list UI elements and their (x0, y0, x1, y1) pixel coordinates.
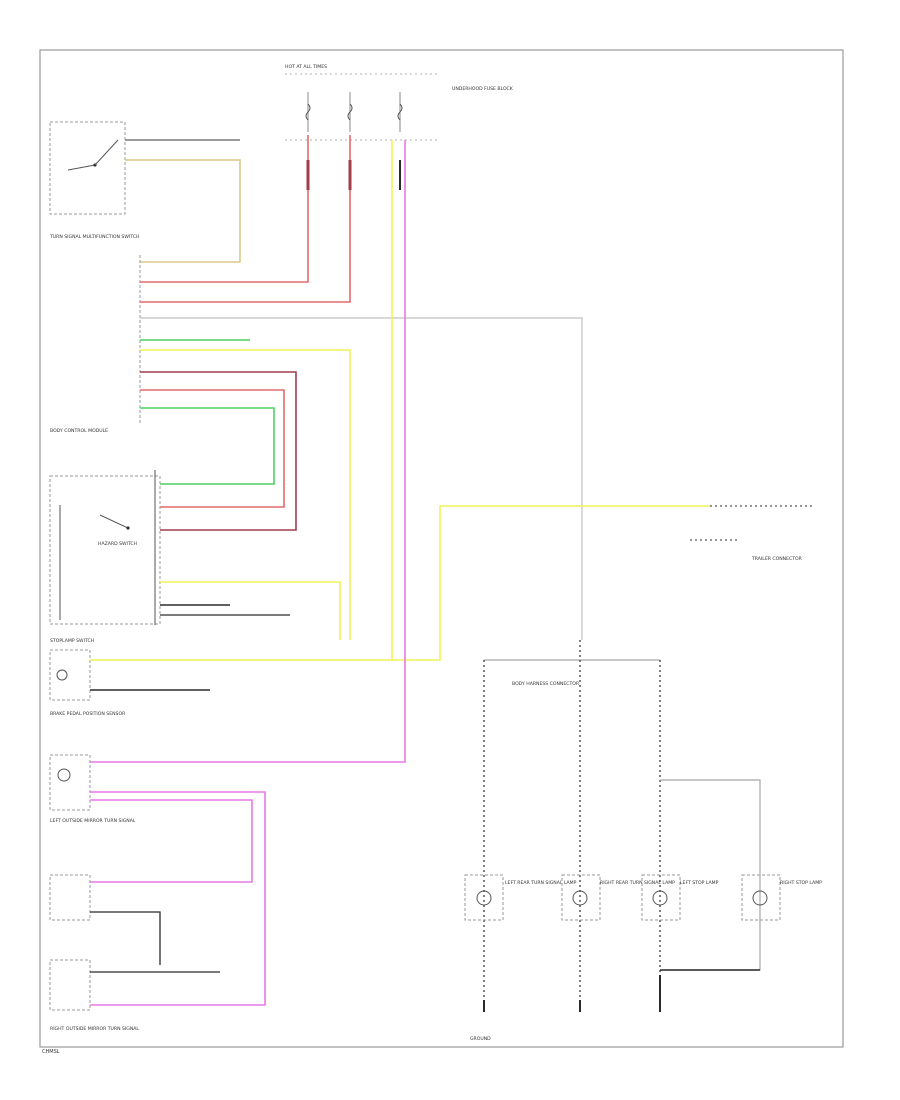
right-stop-lamp: RIGHT STOP LAMP (660, 779, 822, 971)
wire-mirror-black-1 (90, 911, 161, 965)
right-mirror-label: RIGHT OUTSIDE MIRROR TURN SIGNAL (50, 1026, 139, 1032)
left-rear-turn-label: LEFT REAR TURN SIGNAL LAMP (505, 880, 577, 886)
wire-turn-switch-tan (125, 159, 241, 263)
wire-bcm-red (140, 389, 285, 508)
fuse-3 (397, 92, 403, 132)
left-rear-turn-lamp: LEFT REAR TURN SIGNAL LAMP (464, 660, 577, 1000)
hazard-switch-label: HAZARD SWITCH (98, 541, 137, 547)
body-control-module: BODY CONTROL MODULE (50, 255, 141, 434)
wire-bcm-green-2 (140, 407, 275, 485)
left-stop-label: LEFT STOP LAMP (680, 880, 719, 886)
diagram-frame (39, 49, 844, 1048)
right-stop-label: RIGHT STOP LAMP (780, 880, 822, 886)
wire-mirror-magenta-1 (90, 791, 266, 1006)
left-stop-lamp: LEFT STOP LAMP (641, 660, 719, 975)
wire-fuse1-red (140, 135, 309, 283)
wire-hazard-yellow (160, 581, 341, 640)
fuse-block-area: HOT AT ALL TIMES UNDERHOOD FUSE BLOCK (285, 64, 514, 141)
brake-pedal-label: BRAKE PEDAL POSITION SENSOR (50, 711, 126, 717)
stoplamp-switch: STOPLAMP SWITCH (49, 638, 94, 701)
fuse-header-label: HOT AT ALL TIMES (285, 64, 327, 70)
wire-bcm-darkred (140, 371, 297, 531)
wire-bcm-yellow-1 (140, 349, 351, 640)
trailer-connector: TRAILER CONNECTOR (690, 505, 812, 562)
ground-symbols: GROUND (470, 969, 760, 1042)
right-mirror-turn-signal: RIGHT OUTSIDE MIRROR TURN SIGNAL (49, 874, 139, 1032)
left-mirror-turn-signal: LEFT OUTSIDE MIRROR TURN SIGNAL (49, 754, 136, 824)
ground-label: GROUND (470, 1036, 491, 1042)
footer-label: CHMSL (42, 1049, 60, 1055)
bcm-label: BODY CONTROL MODULE (50, 428, 108, 434)
trailer-connector-label: TRAILER CONNECTOR (751, 556, 803, 562)
turn-signal-switch-label: TURN SIGNAL MULTIFUNCTION SWITCH (49, 234, 139, 240)
wire-stoplamp-yellow (90, 505, 710, 661)
underhood-fuse-label: UNDERHOOD FUSE BLOCK (452, 86, 514, 92)
turn-signal-switch: TURN SIGNAL MULTIFUNCTION SWITCH (49, 121, 139, 240)
body-harness-connector: BODY HARNESS CONNECTOR (484, 659, 660, 687)
body-harness-label: BODY HARNESS CONNECTOR (512, 681, 580, 687)
wire-stoplamp-gray (140, 317, 583, 640)
fuse-2 (347, 92, 353, 132)
fuse-1 (305, 92, 311, 132)
wire-mirror-magenta-2 (90, 799, 253, 883)
stoplamp-switch-label: STOPLAMP SWITCH (50, 638, 94, 644)
hazard-switch: HAZARD SWITCH (49, 470, 161, 625)
wire-fuse3-magenta (90, 140, 406, 763)
right-rear-turn-label: RIGHT REAR TURN SIGNAL LAMP (600, 880, 675, 886)
left-mirror-label: LEFT OUTSIDE MIRROR TURN SIGNAL (50, 818, 136, 824)
wire-fuse2-red (140, 135, 351, 303)
right-rear-turn-lamp: RIGHT REAR TURN SIGNAL LAMP (561, 640, 675, 1000)
